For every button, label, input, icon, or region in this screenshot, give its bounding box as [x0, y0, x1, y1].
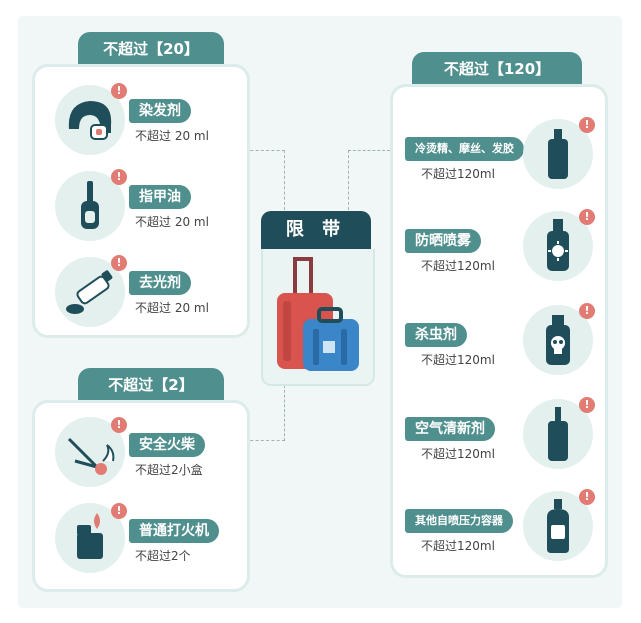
connector-line [284, 385, 285, 441]
connector-line [348, 150, 349, 210]
item-name-label: 其他自喷压力容器 [405, 509, 513, 533]
alert-badge-icon: ! [579, 209, 595, 225]
item-name-label: 冷烫精、摩丝、发胶 [405, 137, 524, 161]
item-limit-text: 不超过120ml [421, 353, 495, 367]
connector-line [348, 150, 390, 151]
item-name-label: 防晒喷雾 [405, 229, 481, 253]
alert-badge-icon: ! [579, 397, 595, 413]
icon-circle [523, 119, 593, 189]
nail-polish-icon [81, 181, 99, 229]
icon-circle [55, 171, 125, 241]
left-top-box: ! 染发剂 不超过 20 ml ! 指甲油 不超过 20 ml [32, 64, 250, 338]
connector-line [245, 150, 285, 151]
alert-badge-icon: ! [111, 417, 127, 433]
lighter-icon [77, 513, 103, 559]
left-bottom-header: 不超过【2】 [78, 368, 224, 402]
left-top-header: 不超过【20】 [78, 32, 224, 66]
sunscreen-spray-icon [547, 219, 569, 271]
item-name-label: 安全火柴 [129, 433, 205, 457]
item-limit-text: 不超过120ml [421, 259, 495, 273]
item-name-label: 空气清新剂 [405, 417, 495, 441]
item-name-label: 普通打火机 [129, 519, 219, 543]
luggage-icon [277, 257, 359, 371]
hair-dye-icon [68, 101, 112, 140]
item-limit-text: 不超过120ml [421, 447, 495, 461]
right-header: 不超过【120】 [412, 52, 582, 86]
icon-circle [55, 257, 125, 327]
item-limit-text: 不超过 20 ml [135, 215, 209, 229]
item-limit-text: 不超过2个 [135, 549, 191, 563]
item-name-label: 指甲油 [129, 185, 191, 209]
right-box: 冷烫精、摩丝、发胶 不超过120ml ! 防晒喷雾 不超过120ml [390, 84, 608, 578]
matches-icon [67, 437, 115, 475]
alert-badge-icon: ! [579, 489, 595, 505]
item-limit-text: 不超过 20 ml [135, 301, 209, 315]
luggage-card [261, 249, 375, 386]
connector-line [245, 440, 285, 441]
alert-badge-icon: ! [579, 117, 595, 133]
alert-badge-icon: ! [111, 255, 127, 271]
alert-badge-icon: ! [111, 83, 127, 99]
item-name-label: 染发剂 [129, 99, 191, 123]
item-limit-text: 不超过2小盒 [135, 463, 203, 477]
item-limit-text: 不超过120ml [421, 539, 495, 553]
alert-badge-icon: ! [111, 503, 127, 519]
alert-badge-icon: ! [579, 303, 595, 319]
insecticide-icon [546, 315, 570, 365]
connector-line [284, 150, 285, 210]
item-name-label: 去光剂 [129, 271, 191, 295]
center-title: 限 带 [261, 211, 371, 249]
item-limit-text: 不超过 20 ml [135, 129, 209, 143]
left-bottom-box: ! 安全火柴 不超过2小盒 ! 普通打火机 不超过2个 [32, 400, 250, 592]
item-limit-text: 不超过120ml [421, 167, 495, 181]
pressure-container-icon [547, 499, 569, 553]
nail-polish-remover-icon [66, 270, 113, 314]
air-freshener-icon [548, 407, 568, 461]
hairspray-bottle-icon [548, 129, 568, 179]
item-name-label: 杀虫剂 [405, 323, 467, 347]
alert-badge-icon: ! [111, 169, 127, 185]
